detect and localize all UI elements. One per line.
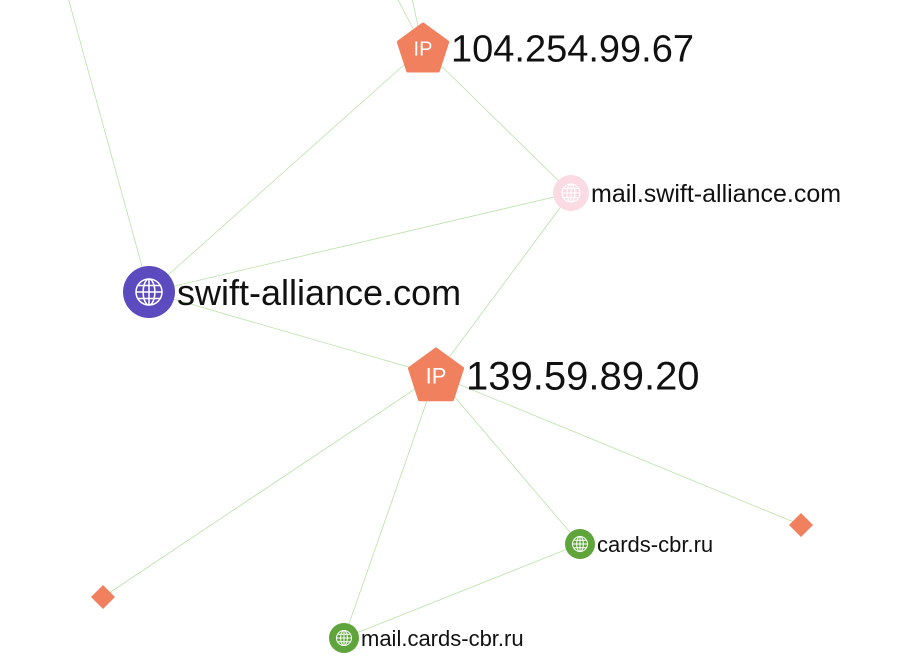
ip-pentagon-icon [407,347,465,402]
node-mail-swift-alliance-com[interactable]: mail.swift-alliance.com [553,175,841,211]
node-label: 139.59.89.20 [466,354,700,398]
edge-d1-d2 [148,192,572,293]
edge-d1-offscreen-a [68,0,150,293]
node-label: mail.swift-alliance.com [591,180,841,208]
node-mail-cards-cbr-ru[interactable]: mail.cards-cbr.ru [329,623,524,653]
node-104-254-99-67[interactable]: IP 104.254.99.67 [396,22,694,73]
edge-ip2-d3 [435,374,581,545]
node-label: cards-cbr.ru [597,532,713,557]
ip-icon-text: IP [426,363,447,388]
diamond-icon [789,513,813,537]
edge-ip2-u1 [435,374,802,526]
ip-pentagon-icon [396,22,450,73]
node-u1[interactable] [789,513,813,537]
node-u2[interactable] [91,585,115,609]
edge-d2-ip2 [435,192,572,376]
globe-icon [135,278,163,306]
node-swift-alliance-com[interactable]: swift-alliance.com [123,266,461,318]
ip-icon-text: IP [414,39,433,61]
edge-d3-d4 [343,543,581,639]
node-label: mail.cards-cbr.ru [361,626,524,651]
node-139-59-89-20[interactable]: IP 139.59.89.20 [407,347,700,402]
edge-d1-ip2 [148,291,437,376]
diamond-icon [91,585,115,609]
globe-icon [561,183,581,203]
node-label: swift-alliance.com [177,272,461,313]
edge-ip1-d2 [422,47,572,194]
edge-ip2-u2 [102,374,437,598]
globe-icon [336,630,352,646]
node-cards-cbr-ru[interactable]: cards-cbr.ru [565,529,713,559]
globe-icon [572,536,588,552]
node-label: 104.254.99.67 [451,29,694,71]
edge-d1-ip1 [148,47,424,293]
edge-ip2-d4 [343,374,437,639]
